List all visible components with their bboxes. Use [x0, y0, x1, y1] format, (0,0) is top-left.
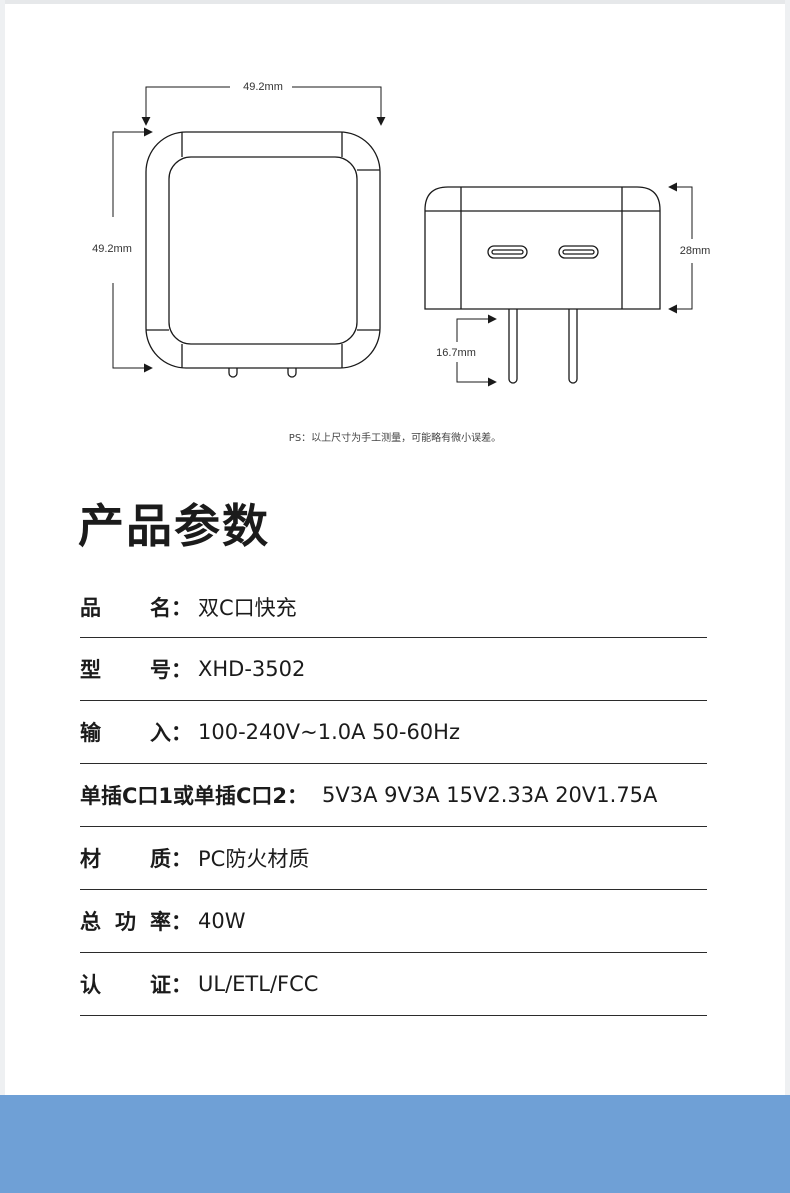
- width-dimension: [141, 86, 386, 126]
- spec-row-model: 型号： XHD-3502: [80, 638, 707, 701]
- prong-length-dimension-label: 16.7mm: [436, 347, 476, 359]
- spec-value: XHD-3502: [198, 657, 306, 681]
- spec-value: UL/ETL/FCC: [198, 972, 319, 996]
- spec-label: 输入：: [80, 721, 192, 745]
- plug-prongs: [508, 309, 578, 384]
- dimension-diagram: 49.2mm 49.2mm 28: [92, 81, 711, 387]
- spec-row-input: 输入： 100-240V~1.0A 50-60Hz: [80, 701, 707, 764]
- spec-value: 双C口快充: [198, 595, 297, 620]
- spec-label: 认证：: [80, 973, 192, 997]
- spec-value: 5V3A 9V3A 15V2.33A 20V1.75A: [322, 783, 658, 807]
- charger-side-view: [424, 186, 661, 310]
- spec-label: 材质：: [80, 847, 192, 871]
- spec-row-power: 总功率： 40W: [80, 890, 707, 953]
- spec-row-name: 品名： 双C口快充: [80, 576, 707, 638]
- side-height-dimension: [668, 182, 693, 314]
- spec-value: 40W: [198, 909, 246, 933]
- width-dimension-label: 49.2mm: [243, 81, 283, 93]
- top-border: [0, 0, 790, 4]
- footer-band: [0, 1095, 790, 1193]
- spec-row-material: 材质： PC防火材质: [80, 827, 707, 890]
- spec-value: PC防火材质: [198, 847, 310, 871]
- usb-c-port-1-icon: [487, 245, 528, 259]
- section-title: 产品参数: [78, 499, 270, 553]
- spec-label: 总功率：: [80, 910, 192, 934]
- charger-front-view: [145, 131, 381, 378]
- left-border: [0, 0, 5, 1095]
- spec-label: 型号：: [80, 658, 192, 682]
- spec-table: 品名： 双C口快充 型号： XHD-3502 输入： 100-240V~1.0A…: [80, 576, 707, 1016]
- height-dimension-label: 49.2mm: [92, 243, 132, 255]
- prong-length-dimension: [456, 314, 497, 387]
- spec-value: 100-240V~1.0A 50-60Hz: [198, 720, 460, 744]
- usb-c-port-2-icon: [558, 245, 599, 259]
- side-height-dimension-label: 28mm: [680, 245, 711, 257]
- spec-label: 单插C口1或单插C口2：: [80, 784, 309, 808]
- height-dimension: [112, 127, 153, 373]
- right-border: [785, 0, 790, 1095]
- spec-row-certification: 认证： UL/ETL/FCC: [80, 953, 707, 1016]
- measurement-note: PS：以上尺寸为手工测量，可能略有微小误差。: [288, 433, 502, 444]
- spec-row-output: 单插C口1或单插C口2： 5V3A 9V3A 15V2.33A 20V1.75A: [80, 764, 707, 827]
- spec-label: 品名：: [80, 595, 192, 620]
